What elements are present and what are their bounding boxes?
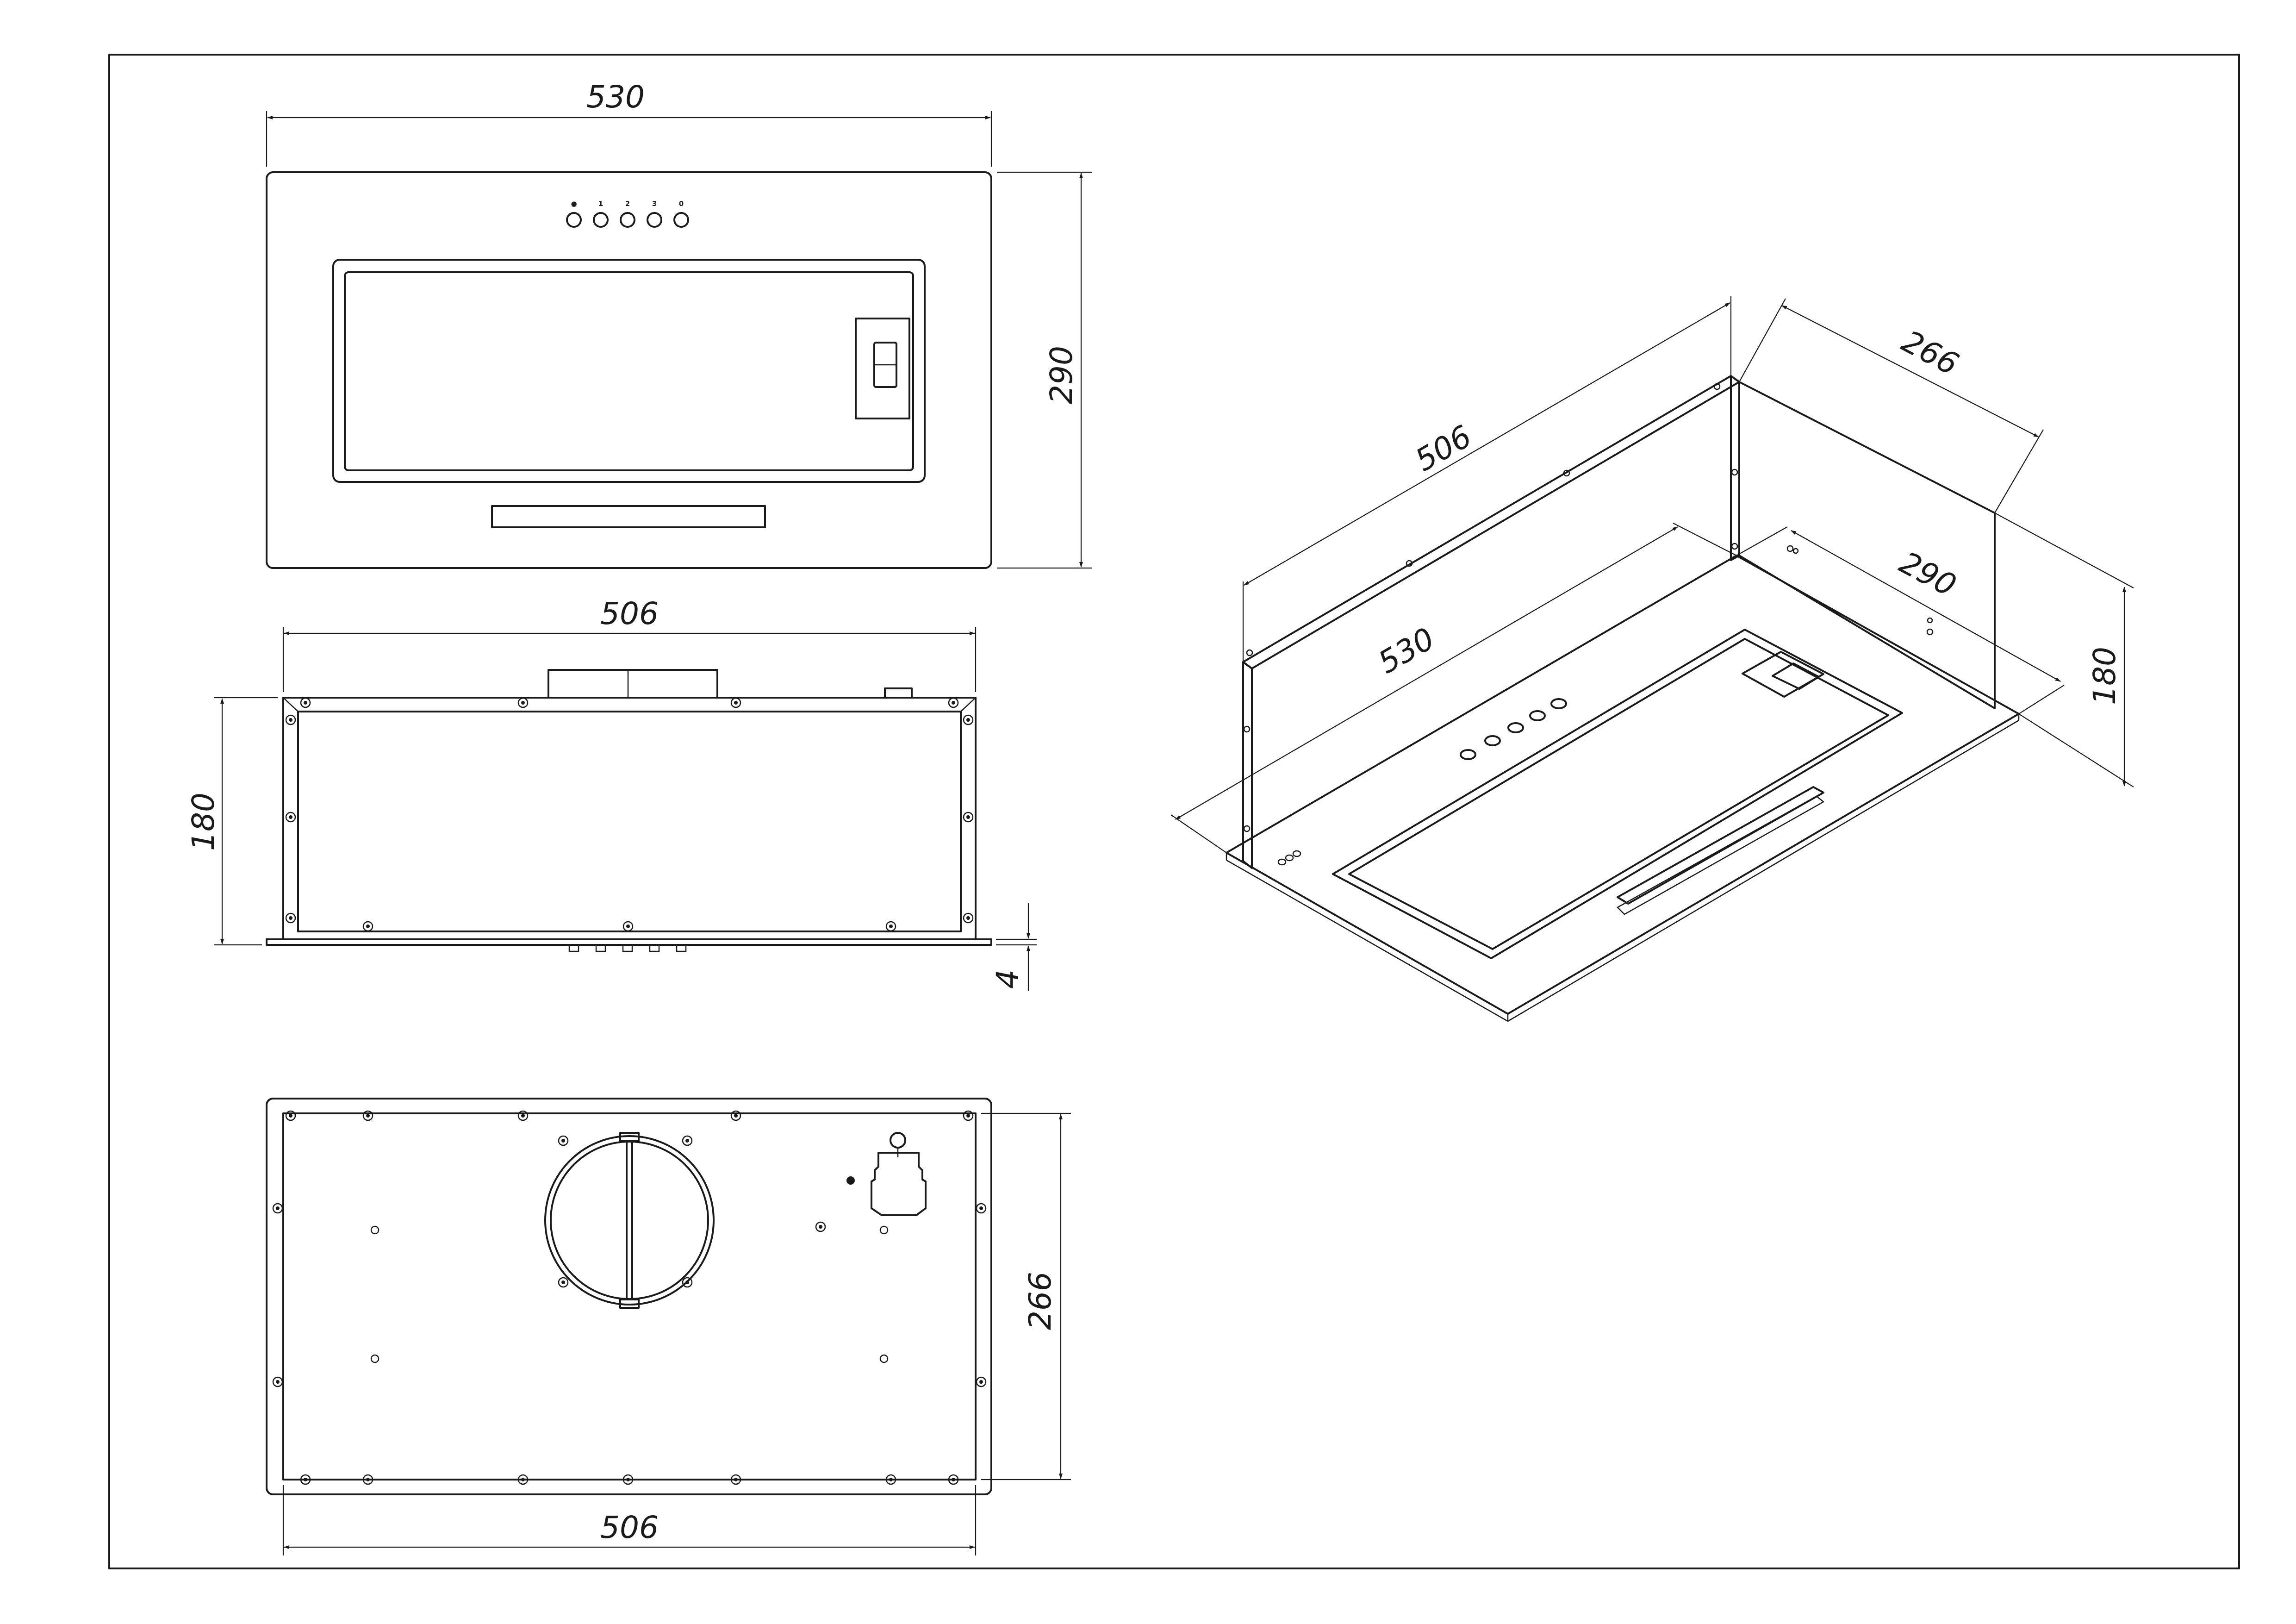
knob-label-1: 1 xyxy=(598,200,603,208)
side-width-dimension: 506 xyxy=(282,596,977,692)
top-width-label: 506 xyxy=(600,1510,659,1545)
side-connector xyxy=(884,687,913,699)
front-view: ● 1 2 3 0 530 290 xyxy=(266,79,1092,569)
front-width-dimension: 530 xyxy=(266,79,992,167)
top-glass-outline xyxy=(266,1098,992,1495)
knob-2 xyxy=(620,212,635,228)
side-screws xyxy=(285,697,974,932)
iso-height-dimension: 180 xyxy=(1994,512,2134,787)
side-height-dimension: 180 xyxy=(186,697,278,946)
iso-logo xyxy=(1277,850,1301,866)
front-light-switch xyxy=(855,318,910,419)
top-depth-label: 266 xyxy=(1022,1272,1058,1330)
front-height-label: 290 xyxy=(1044,346,1079,404)
iso-light-strip xyxy=(1617,786,1824,905)
top-view: 506 266 xyxy=(266,1098,1071,1555)
front-light-strip xyxy=(491,505,766,528)
iso-left-wall xyxy=(1242,661,1253,869)
side-body-inner xyxy=(297,711,962,932)
knob-label-0: 0 xyxy=(679,200,684,208)
top-width-dimension: 506 xyxy=(282,1485,977,1555)
exhaust-outlet xyxy=(544,1132,715,1309)
iso-depth-label: 266 xyxy=(1896,324,1964,382)
iso-filter-inner xyxy=(1348,638,1889,950)
iso-right-wall xyxy=(1730,375,1740,561)
side-motor-box xyxy=(548,669,718,699)
side-glass-dimension: 4 xyxy=(990,903,1037,991)
iso-width-dimension: 506 xyxy=(1242,296,1732,662)
knob-label-3: 3 xyxy=(652,200,657,208)
side-width-label: 506 xyxy=(600,596,659,631)
iso-side-wall xyxy=(1738,381,1996,709)
drawing-frame xyxy=(108,54,2240,1569)
iso-glass-depth-label: 290 xyxy=(1894,545,1962,604)
knob-1 xyxy=(593,212,609,228)
iso-height-label: 180 xyxy=(2087,647,2122,705)
side-glass xyxy=(266,938,992,946)
knob-0 xyxy=(673,212,689,228)
side-body-outer xyxy=(282,697,977,940)
iso-glass-depth-dimension: 290 xyxy=(1736,526,2065,714)
side-view: 506 180 4 xyxy=(186,596,1037,991)
side-height-label: 180 xyxy=(186,793,221,851)
mounting-holes xyxy=(370,1225,889,1363)
knob-label-light: ● xyxy=(571,200,577,208)
front-height-dimension: 290 xyxy=(997,171,1092,569)
front-filter-inner xyxy=(344,271,914,471)
iso-glass-panel xyxy=(1226,555,2020,1015)
damper-bracket xyxy=(815,1132,927,1232)
isometric-view: 506 266 530 290 180 xyxy=(1170,296,2134,1022)
top-body xyxy=(282,1112,977,1480)
knob-light xyxy=(566,212,582,228)
front-width-label: 530 xyxy=(586,79,645,115)
knob-label-2: 2 xyxy=(625,200,630,208)
control-knobs: ● 1 2 3 0 xyxy=(566,200,689,228)
front-glass-panel xyxy=(266,171,992,569)
top-depth-dimension: 266 xyxy=(981,1112,1071,1480)
side-glass-label: 4 xyxy=(990,969,1026,989)
side-knob-stubs xyxy=(568,944,687,952)
front-filter-outer xyxy=(332,259,926,483)
iso-light-strip-2 xyxy=(1616,795,1825,915)
knob-3 xyxy=(647,212,662,228)
iso-glass-width-label: 530 xyxy=(1372,621,1441,681)
iso-back-wall xyxy=(1242,375,1740,669)
